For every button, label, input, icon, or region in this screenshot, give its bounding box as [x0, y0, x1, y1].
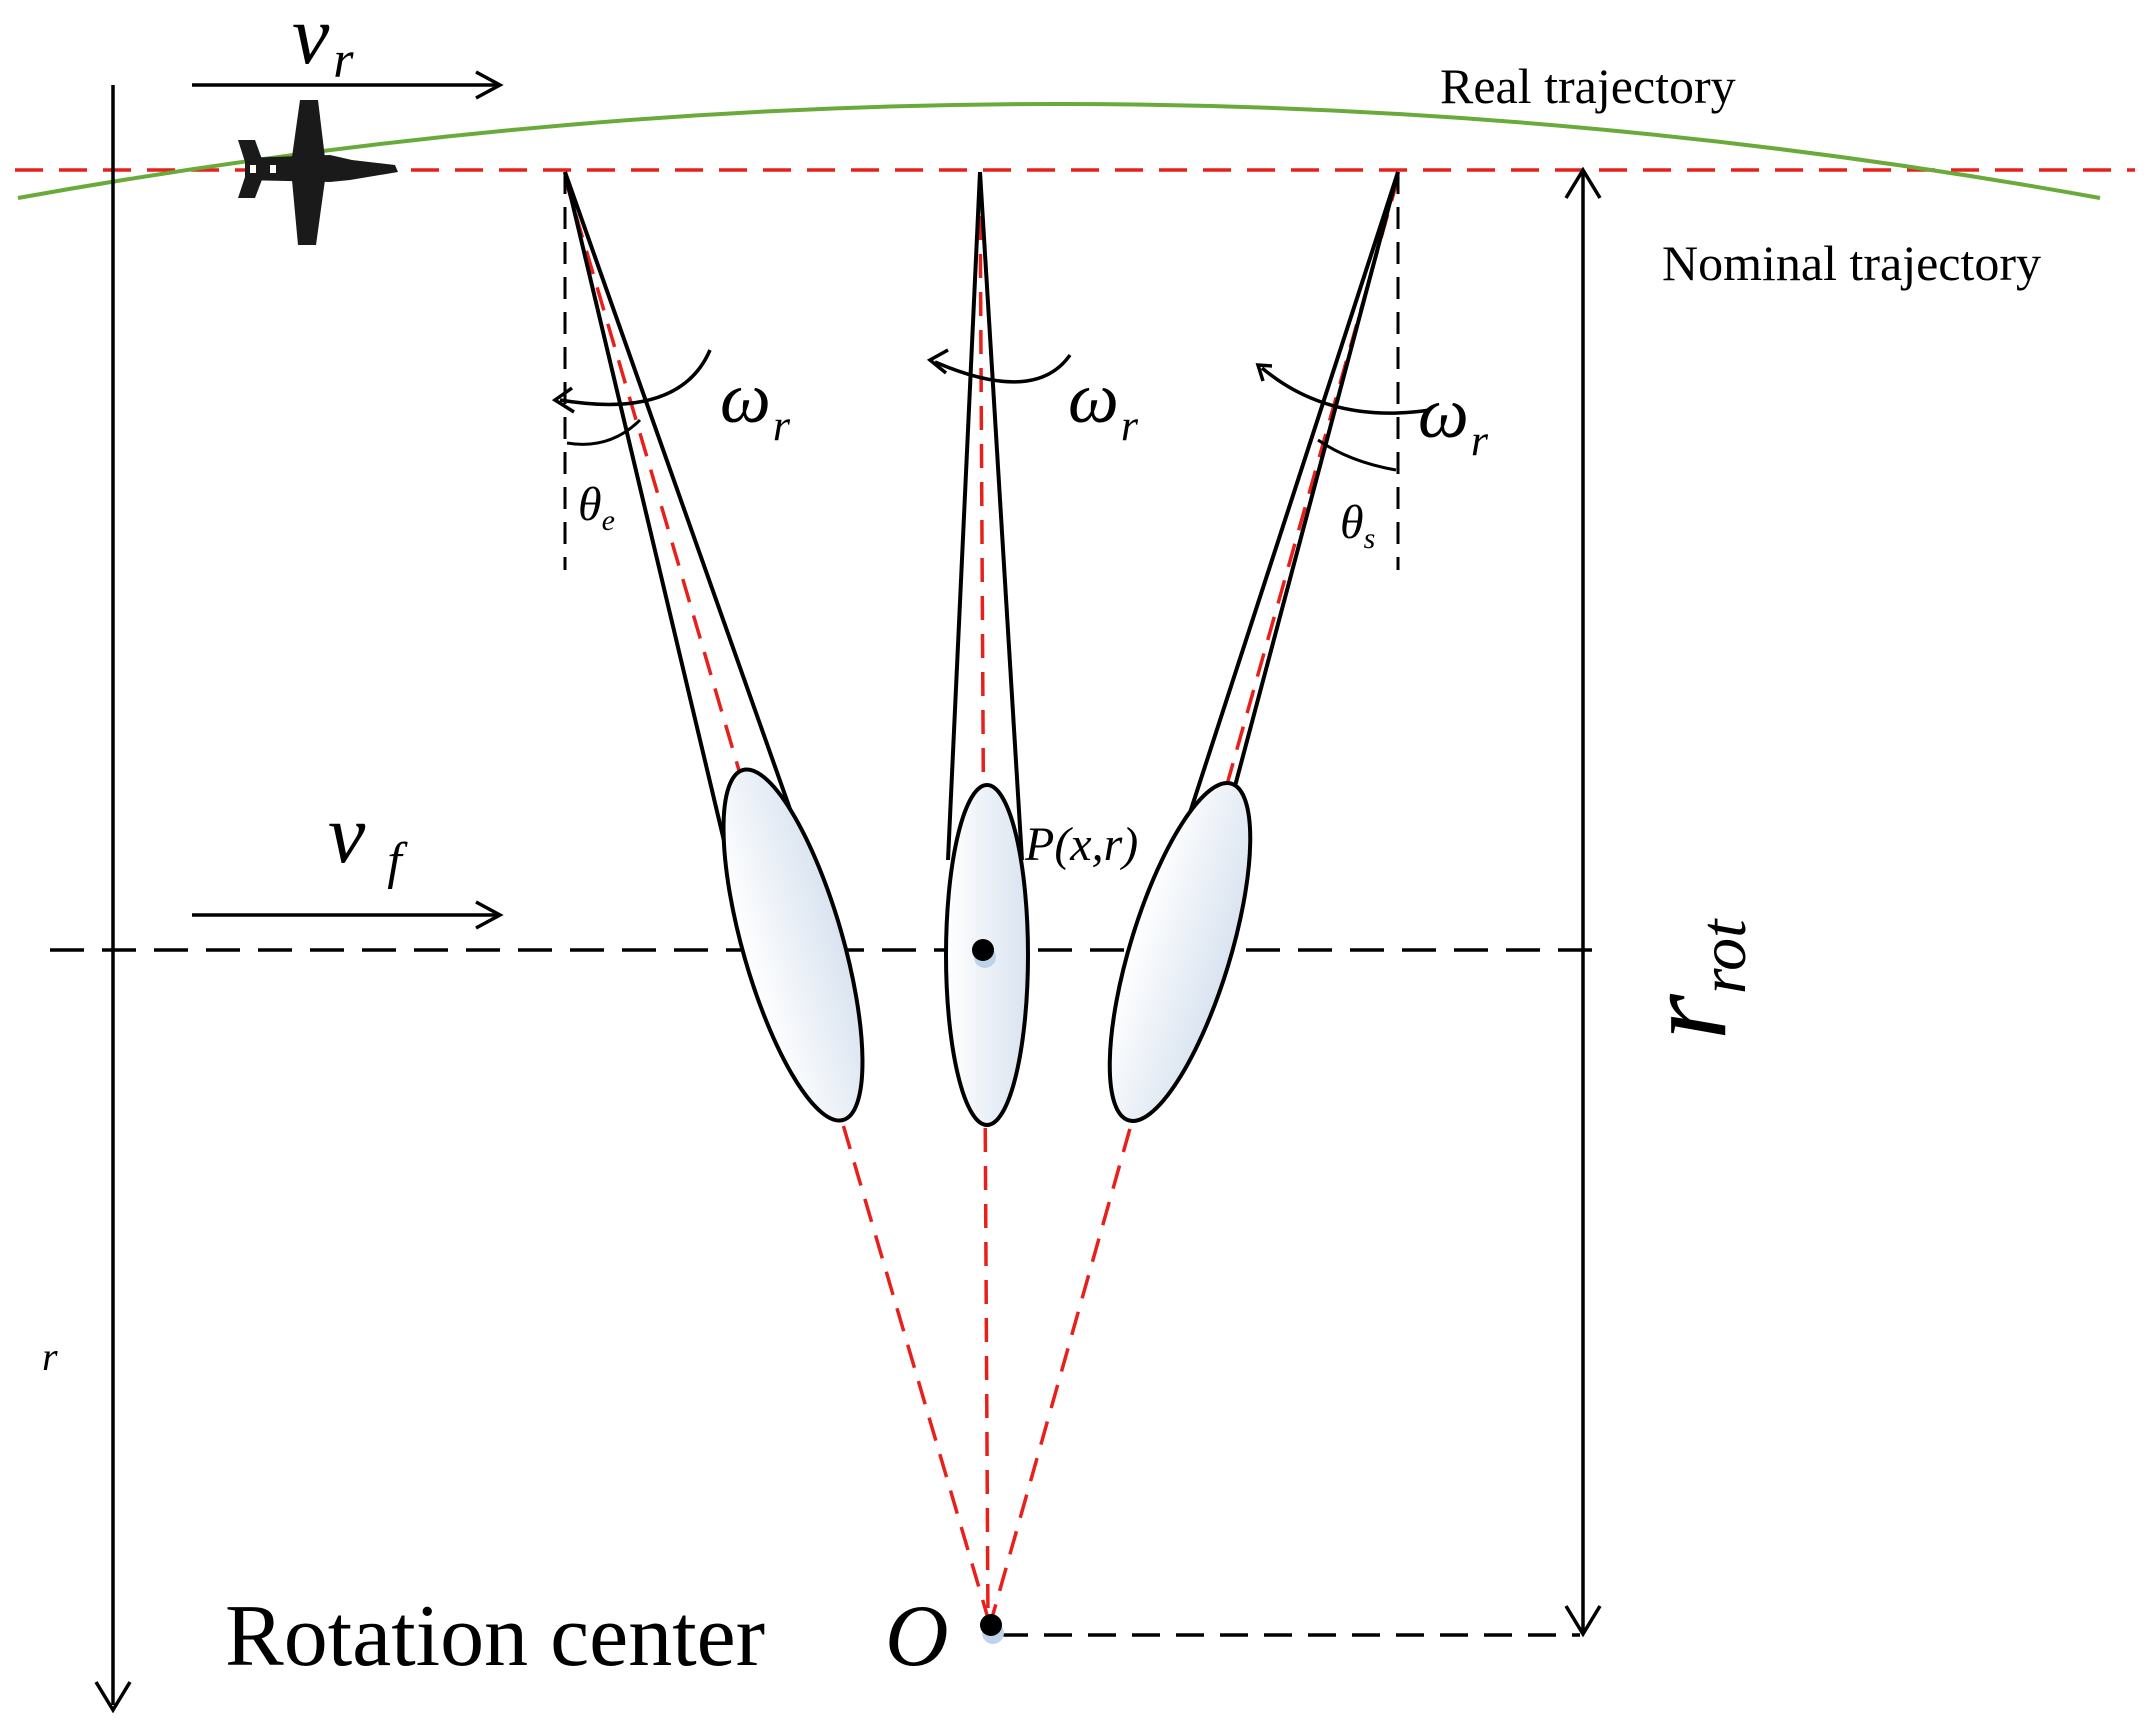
nominal-trajectory-label: Nominal trajectory — [1662, 235, 2041, 291]
theta-arcs — [566, 418, 1397, 472]
omega-r-middle-base: ω — [1068, 358, 1119, 438]
r-rot-label: rrot — [1620, 918, 1760, 1040]
omega-r-label-right: ωr — [1418, 373, 1489, 465]
r-rot-sub: rot — [1687, 918, 1760, 994]
point-p-marker — [972, 939, 994, 961]
blade-right — [1107, 171, 1400, 1123]
rotation-arrow-right — [1260, 366, 1431, 415]
omega-r-right-base: ω — [1418, 373, 1469, 453]
blade-left — [563, 171, 865, 1123]
omega-r-label-middle: ωr — [1068, 358, 1139, 450]
rotation-arrows — [551, 348, 1431, 415]
v-r-label: vr — [292, 0, 354, 89]
reference-verticals — [563, 172, 1400, 570]
omega-r-left-sub: r — [773, 401, 791, 450]
v-r-label-base: v — [292, 0, 330, 82]
airplane-icon — [238, 100, 398, 245]
omega-r-right-sub: r — [1471, 416, 1489, 465]
point-p-label: P(x,r) — [1024, 818, 1138, 871]
origin-marker — [980, 1614, 1002, 1636]
v-r-label-sub: r — [333, 32, 354, 89]
real-trajectory-label: Real trajectory — [1440, 58, 1736, 114]
r-axis-label: r — [42, 1334, 58, 1379]
omega-r-left-base: ω — [720, 358, 771, 438]
v-f-arrowhead — [475, 900, 504, 930]
theta-e-arc — [566, 418, 642, 446]
rotation-arrow-left — [559, 349, 712, 407]
theta-s-sub: s — [1364, 522, 1376, 555]
rotation-center-label: Rotation center — [225, 1588, 765, 1685]
theta-e-sub: e — [602, 504, 615, 537]
r-rot-arrowhead-top — [1564, 166, 1602, 199]
v-r-arrowhead — [475, 70, 504, 100]
real-trajectory-curve — [17, 102, 2101, 200]
omega-r-middle-sub: r — [1121, 401, 1139, 450]
theta-e-base: θ — [578, 478, 602, 531]
v-f-label-base: v — [328, 788, 366, 881]
v-f-label-sub: f — [387, 833, 408, 890]
theta-s-label: θs — [1340, 496, 1375, 555]
theta-e-label: θe — [578, 478, 615, 537]
ray-left — [563, 177, 992, 1626]
r-axis-arrowhead — [94, 1681, 132, 1714]
omega-r-label-left: ωr — [720, 358, 791, 450]
blade-middle — [944, 171, 1030, 1127]
rotation-arrow-middle — [934, 353, 1072, 384]
r-rot-arrowhead-bottom — [1564, 1605, 1602, 1638]
r-rot-base: r — [1620, 993, 1751, 1040]
theta-s-arc — [1317, 438, 1397, 472]
ray-right — [988, 177, 1400, 1626]
origin-label: O — [885, 1588, 949, 1685]
theta-s-base: θ — [1340, 496, 1364, 549]
